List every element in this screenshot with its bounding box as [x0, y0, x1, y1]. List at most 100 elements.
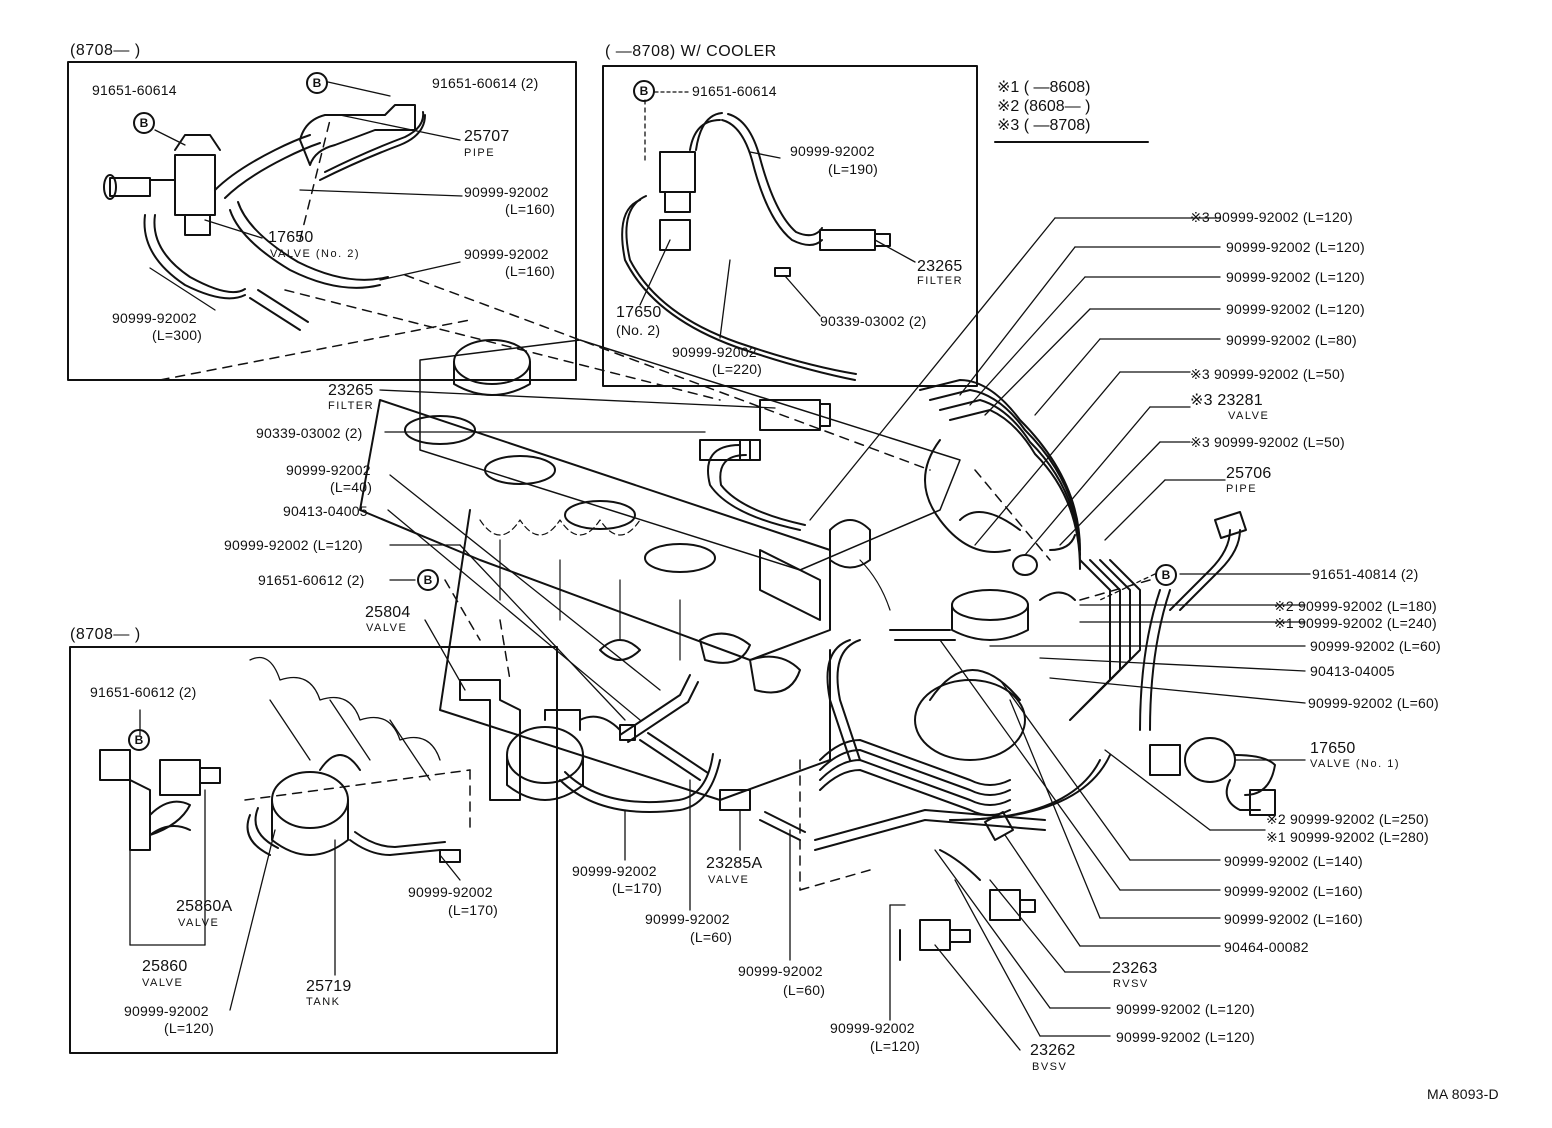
marker-b: B — [133, 112, 155, 134]
label-25860-sub: VALVE — [142, 977, 184, 989]
label-hose-length: (L=120) — [164, 1020, 215, 1036]
label-hose: 90999-92002 — [830, 1020, 915, 1036]
label-91651-60614-2: 91651-60614 (2) — [432, 75, 539, 91]
label-hose: 90999-92002 — [645, 911, 730, 927]
marker-b: B — [417, 569, 439, 591]
label-hose: 90999-92002 — [286, 462, 371, 478]
label-hose-length: (L=120) — [870, 1038, 921, 1054]
label-hose-length: (L=190) — [828, 161, 879, 177]
right-label: 90999-92002 (L=60) — [1308, 695, 1439, 711]
center-leaders — [379, 389, 1021, 1051]
label-hose: 90999-92002 — [738, 963, 823, 979]
marker-b: B — [306, 72, 328, 94]
marker-b: B — [633, 80, 655, 102]
right-label: 90999-92002 (L=120) — [1226, 301, 1365, 317]
label-25804: 25804 — [365, 604, 411, 621]
marker-b: B — [128, 729, 150, 751]
label-hose: 90999-92002 — [572, 863, 657, 879]
right-label: ※3 90999-92002 (L=50) — [1190, 366, 1345, 382]
label-91651-60614: 91651-60614 — [92, 82, 177, 98]
inset-c-title: (8708— ) — [70, 626, 141, 643]
label-hose: 90999-92002 — [408, 884, 493, 900]
label-91651-60614: 91651-60614 — [692, 83, 777, 99]
right-label: 90999-92002 (L=120) — [1116, 1001, 1255, 1017]
label-hose: 90999-92002 — [464, 246, 549, 262]
inset-frames — [67, 61, 1149, 1054]
inset-a-drawing — [103, 104, 426, 331]
legend-row-1: ※1 ( —8608) — [997, 79, 1091, 96]
label-17650: 17650 — [616, 304, 662, 321]
right-label: 90999-92002 (L=140) — [1224, 853, 1363, 869]
label-23263: 23263 — [1112, 960, 1158, 977]
label-23265-sub: FILTER — [917, 275, 964, 287]
label-hose-length: (L=40) — [330, 479, 373, 495]
label-hose-length: (L=160) — [505, 263, 556, 279]
inset-a-leaders — [149, 81, 463, 311]
right-label: ※2 90999-92002 (L=180) — [1274, 598, 1437, 614]
right-label: ※1 90999-92002 (L=280) — [1266, 829, 1429, 845]
right-label: 90999-92002 (L=120) — [1226, 239, 1365, 255]
label-23265-sub: FILTER — [328, 400, 375, 412]
label-hose-length: (L=60) — [783, 982, 826, 998]
marker-b: B — [1155, 564, 1177, 586]
label-hose: 90999-92002 — [464, 184, 549, 200]
label-hose-length: (L=160) — [505, 201, 556, 217]
label-hose-length: (L=170) — [448, 902, 499, 918]
projection-lines — [159, 119, 1151, 891]
right-label: 90999-92002 (L=120) — [1116, 1029, 1255, 1045]
label-23281-sub: VALVE — [1228, 410, 1270, 422]
label-17650-sub: VALVE (No. 2) — [270, 248, 361, 260]
hose-harness — [814, 379, 1276, 961]
label-90413-04005: 90413-04005 — [283, 503, 368, 519]
label-hose-length: (L=220) — [712, 361, 763, 377]
label-25706-sub: PIPE — [1226, 483, 1258, 495]
label-25860a: 25860A — [176, 898, 233, 915]
right-label: ※3 90999-92002 (L=50) — [1190, 434, 1345, 450]
label-hose: 90999-92002 — [112, 310, 197, 326]
label-23265: 23265 — [917, 258, 963, 275]
label-23262-sub: BVSV — [1032, 1061, 1068, 1073]
label-91651-60612: 91651-60612 (2) — [258, 572, 365, 588]
label-23285a-sub: VALVE — [708, 874, 750, 886]
label-hose: 90999-92002 — [672, 344, 757, 360]
inset-c-drawing — [99, 656, 461, 863]
inset-b-title: ( —8708) W/ COOLER — [605, 43, 777, 60]
inset-c-leaders — [129, 709, 461, 1011]
label-23265: 23265 — [328, 382, 374, 399]
diagram-code: MA 8093-D — [1427, 1086, 1499, 1102]
label-25860: 25860 — [142, 958, 188, 975]
label-25804-sub: VALVE — [366, 622, 408, 634]
label-23285a: 23285A — [706, 855, 763, 872]
label-23281: ※3 23281 — [1190, 392, 1263, 409]
label-hose-length: (L=170) — [612, 880, 663, 896]
label-hose: 90999-92002 (L=120) — [224, 537, 363, 553]
right-label: 90413-04005 — [1310, 663, 1395, 679]
right-label: ※3 90999-92002 (L=120) — [1190, 209, 1353, 225]
label-23262: 23262 — [1030, 1042, 1076, 1059]
label-90339-03002: 90339-03002 (2) — [256, 425, 363, 441]
right-label: 90999-92002 (L=60) — [1310, 638, 1441, 654]
right-label: 90999-92002 (L=80) — [1226, 332, 1357, 348]
right-label: 90464-00082 — [1224, 939, 1309, 955]
label-hose: 90999-92002 — [124, 1003, 209, 1019]
right-label: 91651-40814 (2) — [1312, 566, 1419, 582]
label-23263-sub: RVSV — [1113, 978, 1149, 990]
inset-a-title: (8708— ) — [70, 42, 141, 59]
inset-b-leaders — [639, 91, 916, 339]
label-90339-03002: 90339-03002 (2) — [820, 313, 927, 329]
right-label: ※1 90999-92002 (L=240) — [1274, 615, 1437, 631]
legend-row-2: ※2 (8608— ) — [997, 98, 1091, 115]
right-label: 90999-92002 (L=120) — [1226, 269, 1365, 285]
engine-block — [359, 339, 961, 801]
label-hose-length: (L=60) — [690, 929, 733, 945]
label-17650-sub: (No. 2) — [616, 322, 661, 338]
right-leaders — [809, 217, 1311, 1037]
label-25719-sub: TANK — [306, 996, 341, 1008]
label-hose: 90999-92002 — [790, 143, 875, 159]
inset-b-drawing — [621, 112, 891, 381]
right-label: ※2 90999-92002 (L=250) — [1266, 811, 1429, 827]
label-17650: 17650 — [268, 229, 314, 246]
label-17650: 17650 — [1310, 740, 1356, 757]
